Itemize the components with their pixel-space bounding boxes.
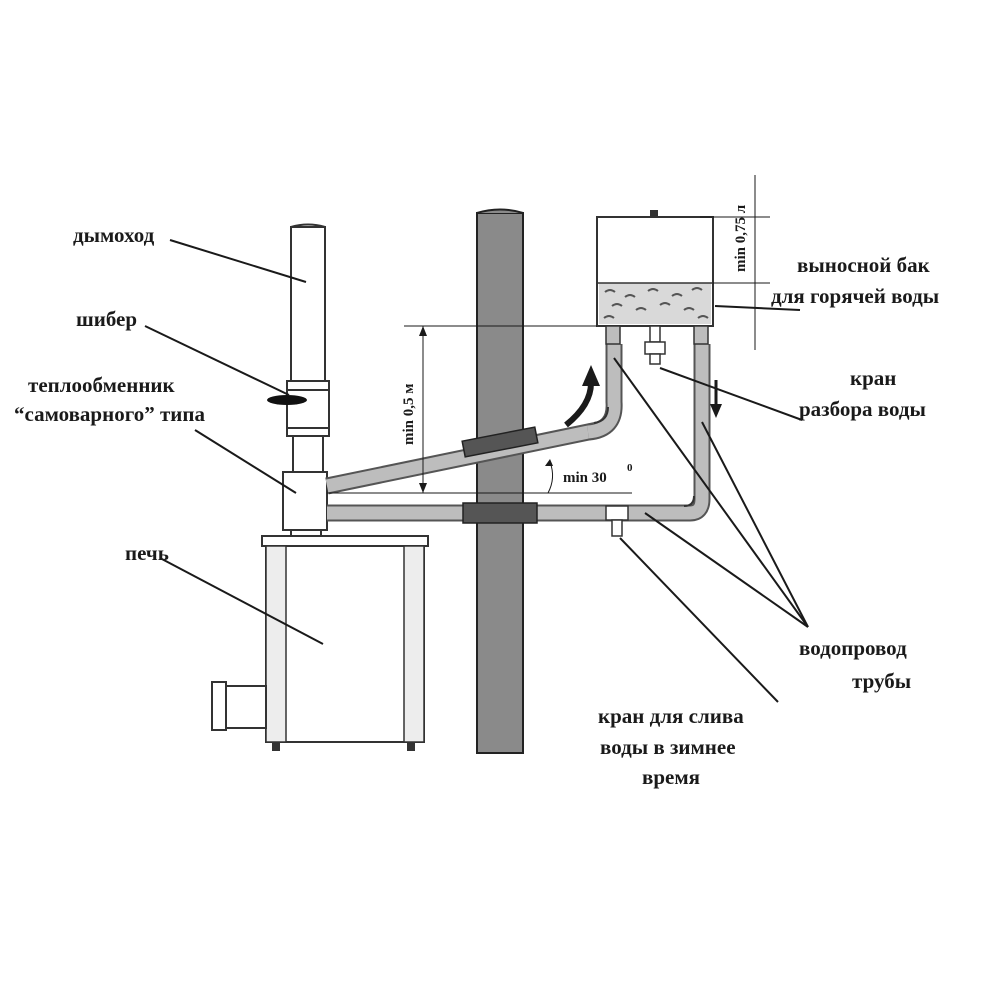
stove [211, 535, 429, 751]
label-drain-tap-3: время [642, 765, 700, 789]
leader-chimney [169, 239, 307, 283]
water-draw-tap [644, 325, 666, 365]
leader-remote-tank [714, 305, 801, 311]
heat-exchanger [282, 471, 328, 539]
label-stove: печь [125, 541, 169, 565]
return-water-pipe [327, 344, 711, 522]
label-damper: шибер [76, 307, 137, 331]
label-heat-exchanger-2: “самоварного” типа [14, 402, 205, 426]
leader-damper [144, 325, 290, 396]
label-chimney: дымоход [73, 223, 155, 247]
damper [267, 389, 330, 437]
leader-water-tap [659, 367, 803, 421]
label-remote-tank-2: для горячей воды [771, 284, 939, 308]
label-drain-tap-2: воды в зимнее [600, 735, 736, 759]
label-remote-tank-1: выносной бак [797, 253, 931, 277]
label-drain-tap-1: кран для слива [598, 704, 744, 728]
label-water-tap-2: разбора воды [799, 397, 926, 421]
leader-heat-exchanger [194, 429, 297, 494]
flow-down-arrow-head [710, 404, 722, 418]
label-angle-unit: 0 [627, 462, 633, 474]
label-tank-volume: min 0,75 л [733, 204, 749, 272]
label-heat-exchanger-1: теплообменник [28, 373, 176, 397]
leader-water-pipes-2 [701, 421, 809, 628]
angle-dimension [327, 459, 632, 494]
label-angle-min: min 30 [563, 470, 607, 486]
label-water-pipes-2: трубы [852, 669, 911, 693]
wall-sleeve-upper [461, 426, 539, 458]
leader-water-pipes-1 [613, 357, 809, 628]
leader-stove [159, 557, 324, 645]
wall-sleeve-lower [462, 502, 538, 524]
flow-up-arrow [564, 382, 594, 428]
tank-volume-dimension [700, 175, 770, 350]
label-height-min: min 0,5 м [401, 384, 417, 445]
hot-water-pipe [325, 344, 623, 495]
chimney [286, 223, 330, 392]
label-water-pipes-1: водопровод [799, 636, 907, 660]
remote-tank [596, 210, 714, 345]
height-dimension [404, 325, 597, 493]
leader-drain-tap [619, 537, 779, 703]
flow-up-arrow-head [582, 365, 600, 386]
drain-tap [605, 505, 629, 537]
label-water-tap-1: кран [850, 366, 896, 390]
leader-water-pipes-3 [644, 512, 809, 628]
wall [476, 212, 524, 754]
